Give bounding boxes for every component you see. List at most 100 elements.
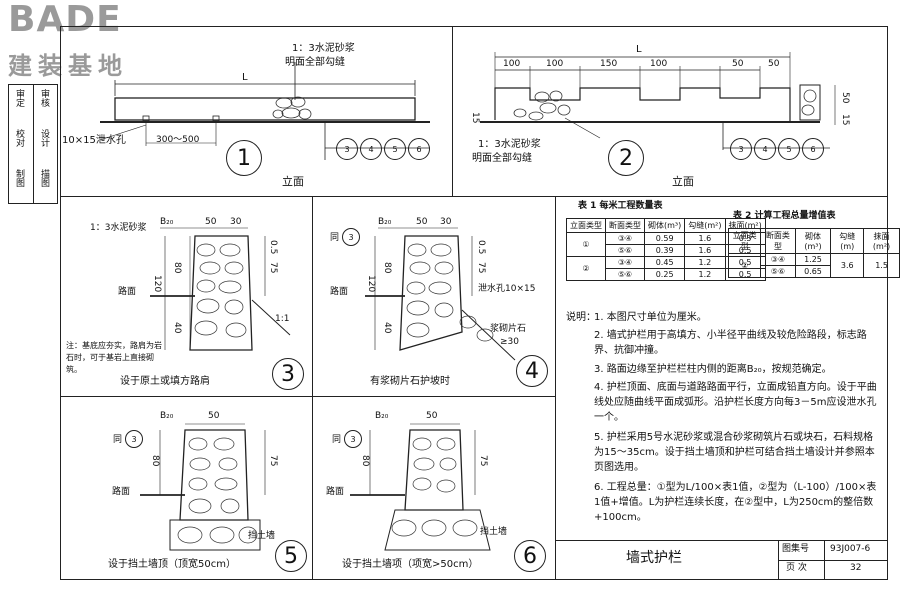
panel1-drain-label: 10×15泄水孔 — [62, 135, 126, 146]
table1-cell: 1.6 — [684, 232, 726, 245]
panel2-dim-6: 50 — [768, 59, 780, 69]
panel4-caption: 有浆砌片石护坡时 — [370, 376, 450, 387]
panel1-ref-3: 3 — [336, 138, 358, 160]
table2-header: 勾缝(m) — [830, 228, 865, 254]
panel6-dim-75: 75 — [478, 455, 488, 467]
panel5-road-label: 路面 — [112, 487, 131, 497]
note-item: 2. 墙式护栏用于高填方、小半径平曲线及较危险路段，标志路界、抗御冲撞。 — [594, 330, 867, 356]
panel2-dim-4: 100 — [650, 59, 668, 69]
table1-header: 立面类型 — [566, 218, 606, 233]
table1-cell: ① — [566, 232, 606, 257]
panel6-wall-label: 挡土墙 — [480, 527, 508, 537]
table2-header: 断面类型 — [760, 228, 796, 254]
panel4-road-label: 路面 — [330, 287, 349, 297]
divider-horizontal — [60, 196, 888, 198]
panel3-slope: 1:1 — [275, 314, 290, 324]
table2-cell: 0.65 — [794, 265, 832, 278]
stamp-cell: 校对 — [14, 129, 24, 147]
panel2-joint-label: 明面全部勾缝 — [472, 153, 532, 164]
panel5-b20: B₂₀ — [160, 411, 174, 421]
panel1-number: 1 — [226, 140, 262, 176]
stamp-cell: 设计 — [39, 129, 49, 147]
panel4-thick-label: ≥30 — [500, 337, 519, 347]
table2-header: 立面类型 — [727, 228, 762, 254]
table1-cell: 0.59 — [643, 232, 686, 245]
panel2-number: 2 — [608, 140, 644, 176]
table2-cell: ⑤⑥ — [760, 265, 796, 278]
set-number-label: 图集号 — [782, 544, 810, 554]
panel2-dim-5: 50 — [732, 59, 744, 69]
stamp-cell: 审定 — [14, 89, 24, 107]
panel2-dim-1: 100 — [503, 59, 521, 69]
panel2-dim-2: 100 — [546, 59, 564, 69]
panel2-ref-5: 5 — [778, 138, 800, 160]
panel1-drain-spacing: 300～500 — [156, 135, 200, 145]
panel6-number: 6 — [514, 540, 546, 572]
table-row: ① ③④ 0.59 1.6 0.5 — [566, 232, 766, 257]
table1-cell: ⑤⑥ — [605, 268, 645, 281]
panel1-ref-6: 6 — [408, 138, 430, 160]
side-stamp: 审定 审核 校对 设计 制图 描图 — [8, 84, 58, 204]
panel6-ref-prefix: 同 — [332, 435, 342, 445]
note-item: 3. 路面边缘至护栏栏柱内侧的距离B₂₀，按规范确定。 — [594, 364, 832, 375]
panel3-dim-40: 40 — [172, 322, 182, 334]
panel2-dim-L: L — [636, 44, 642, 55]
panel4-dim-w1: 50 — [416, 217, 428, 227]
panel4-dim-05: 0.5 — [476, 240, 486, 255]
panel3-b20: B₂₀ — [160, 217, 174, 227]
title-block — [555, 540, 888, 580]
note-item: 1. 本图尺寸单位为厘米。 — [594, 312, 707, 323]
table1-cell: ③④ — [605, 232, 645, 245]
table1-cell: 1.2 — [684, 268, 726, 281]
table1-cell: ⑤⑥ — [605, 244, 645, 257]
panel3-dim-w2: 30 — [230, 217, 242, 227]
panel3-dim-120: 120 — [152, 275, 162, 293]
table2-cell: 1.25 — [794, 253, 832, 266]
panel4-dim-40: 40 — [382, 322, 392, 334]
panel6-ref: 3 — [344, 430, 362, 448]
panel4-dim-120: 120 — [366, 275, 376, 293]
note-item: 5. 护栏采用5号水泥砂浆或混合砂浆砌筑片石或块石，石料规格为15～35cm。设… — [594, 432, 875, 473]
panel4-ref: 3 — [342, 228, 360, 246]
panel5-dim-75: 75 — [268, 455, 278, 467]
brand-logo-subtitle: 建装基地 — [8, 52, 128, 80]
set-number-value: 93J007-6 — [830, 544, 871, 554]
table2-header: 抹面(m²) — [863, 228, 900, 254]
panel6-dim-80: 80 — [360, 455, 370, 467]
panel6-b20: B₂₀ — [375, 411, 389, 421]
table1-cell: 1.2 — [684, 256, 726, 269]
divider-horizontal-mid — [60, 396, 556, 398]
table2-cell: ③④ — [760, 253, 796, 266]
divider-vertical-mid2 — [555, 196, 557, 580]
table2-title: 表 2 计算工程总量增值表 — [733, 211, 836, 221]
panel5-dim-80: 80 — [150, 455, 160, 467]
table2-cell: 1.5 — [863, 253, 900, 278]
panel1-mortar-label: 1：3水泥砂浆 — [292, 43, 355, 54]
table-row: ② ③④ 1.25 3.6 1.5 — [727, 253, 900, 278]
panel1-ref-5: 5 — [384, 138, 406, 160]
table1-header: 勾缝(m²) — [684, 218, 726, 233]
panel4-dim-75: 75 — [476, 262, 486, 274]
panel2-dim-side-a: 50 — [840, 92, 850, 104]
note-item: 4. 护栏顶面、底面与道路路面平行，立面成铅直方向。设于平曲线处应随曲线平面成弧… — [594, 382, 877, 423]
table1-title: 表 1 每米工程数量表 — [578, 201, 663, 211]
panel2-dim-side-b: 15 — [840, 114, 850, 126]
panel2-dim-3: 150 — [600, 59, 618, 69]
panel6-dim-w1: 50 — [426, 411, 438, 421]
panel2-ref-4: 4 — [754, 138, 776, 160]
table1-header: 砌体(m³) — [643, 218, 686, 233]
brand-logo: BADE — [8, 0, 122, 40]
panel5-dim-w1: 50 — [208, 411, 220, 421]
note-item: 6. 工程总量：①型为L/100×表1值，②型为（L-100）/100×表1值+… — [594, 482, 877, 523]
panel3-dim-w1: 50 — [205, 217, 217, 227]
panel4-ref-prefix: 同 — [330, 233, 340, 243]
table1-cell: 0.25 — [643, 268, 686, 281]
divider-vertical-mid1 — [312, 196, 314, 580]
table2-header: 砌体(m³) — [794, 228, 832, 254]
panel1-joint-label: 明面全部勾缝 — [285, 57, 345, 68]
table2-cell: 3.6 — [830, 253, 865, 278]
table1-header: 断面类型 — [605, 218, 645, 233]
stamp-cell: 审核 — [39, 89, 49, 107]
table2-cell: ② — [727, 253, 762, 278]
panel3-road-label: 路面 — [118, 287, 137, 297]
